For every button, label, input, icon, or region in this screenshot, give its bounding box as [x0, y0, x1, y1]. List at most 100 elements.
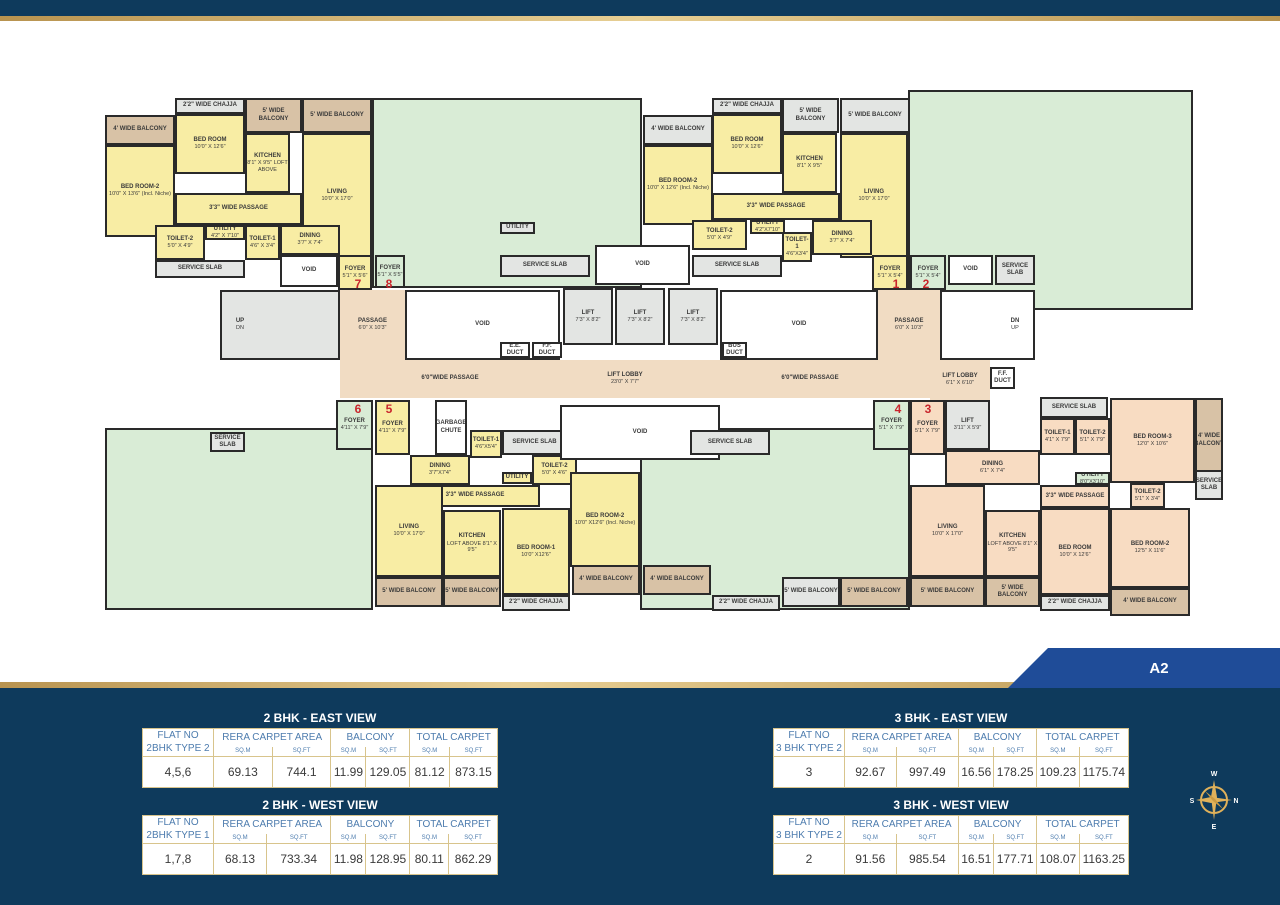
room-name: VOID [635, 261, 650, 268]
room-4-wide-balcony: 4' WIDE BALCONY [572, 565, 640, 595]
room-name: 6'0"WIDE PASSAGE [421, 375, 479, 382]
room-2-2-wide-chajja: 2'2" WIDE CHAJJA [502, 595, 570, 611]
table-cell: 3 [773, 756, 845, 788]
flat-no-label: FLAT NO [788, 817, 830, 828]
unit-label: SQ.FT [895, 746, 960, 757]
room-service-slab: SERVICE SLAB [690, 430, 770, 455]
room-dimensions: 5'1" X 5'4" [877, 272, 903, 279]
room-6-0-wide-passage: 6'0"WIDE PASSAGE [340, 360, 560, 398]
room-name: F.F. DUCT [994, 370, 1011, 384]
room-name: KITCHEN [999, 533, 1026, 540]
room-name: 3'3" WIDE PASSAGE [1045, 492, 1105, 499]
table-cell: 16.51 [958, 843, 995, 875]
column-header: BALCONY [958, 728, 1037, 747]
room-dimensions: UP [1011, 325, 1019, 332]
flat-6-area [105, 428, 373, 610]
gold-stripe [0, 682, 1030, 688]
room-4-wide-balcony: 4' WIDE BALCONY [1110, 588, 1190, 616]
room-dimensions: 10'0" X 12'6" [1059, 551, 1091, 558]
room-name: LIFT [961, 418, 974, 425]
room-name: TOILET-1 [249, 235, 276, 242]
room-name: FOYER [917, 265, 939, 272]
room-name: LIFT [633, 309, 647, 316]
unit-label: SQ.FT [448, 746, 499, 757]
column-header: TOTAL CARPET [409, 815, 498, 834]
table-cell: 1175.74 [1078, 756, 1130, 788]
room-name: 5' WIDE BALCONY [847, 588, 901, 595]
room-dimensions: 8'1" X 9'5" LOFT ABOVE [247, 160, 288, 173]
staircase-left [220, 290, 340, 360]
room-dimensions: 23'0" X 7'7" [610, 379, 640, 386]
room-name: E.E. DUCT [506, 342, 524, 356]
room-name: 5' WIDE BALCONY [920, 588, 975, 595]
room-dimensions: 4'2"X7'10" [755, 227, 780, 234]
room-name: TOILET-2 [541, 463, 568, 470]
room-dimensions: 10'0" X 13'6" (Incl. Niche) [109, 191, 171, 198]
table-title: 2 BHK - WEST VIEW [262, 798, 378, 812]
room-name: VOID [475, 321, 490, 328]
room-dimensions: 7'3" X 8'2" [680, 316, 706, 323]
room-name: 4' WIDE BALCONY [1195, 433, 1223, 447]
room-dimensions: 4'2" X 7'10" [210, 232, 240, 239]
unit-label: SQ.FT [993, 833, 1037, 844]
room-dimensions: 6'1" X 7'4" [980, 467, 1005, 474]
table-cell: 11.98 [330, 843, 367, 875]
room-dimensions: 6'0" X 10'3" [894, 325, 924, 332]
room-dimensions: 10'0" X 17'0" [858, 195, 890, 202]
staircase-right [940, 290, 1035, 360]
room-dimensions: 5'1" X 3'4" [1135, 495, 1160, 502]
room-service-slab: SERVICE SLAB [155, 260, 245, 278]
room-dimensions: 3'7"X7'4" [429, 470, 451, 477]
room-5-wide-balcony: 5' WIDE BALCONY [840, 577, 908, 607]
flat-number-3: 3 [924, 402, 932, 416]
room-name: UP [235, 318, 245, 325]
table-cell: 92.67 [844, 756, 897, 788]
room-name: 4' WIDE BALCONY [579, 576, 633, 583]
room-dimensions: 10'0" X12'6" (Incl. Niche) [574, 519, 636, 526]
room-service-slab: SERVICE SLAB [995, 255, 1035, 285]
room-service-slab: SERVICE SLAB [692, 255, 782, 277]
room-name: FOYER [881, 418, 902, 425]
table-cell: 80.11 [409, 843, 450, 875]
room-name: BED ROOM-2 [1130, 541, 1170, 548]
room-2-2-wide-chajja: 2'2" WIDE CHAJJA [712, 595, 780, 611]
unit-label: SQ.M [213, 746, 273, 757]
column-header: TOTAL CARPET [1036, 815, 1129, 834]
room-name: 2'2" WIDE CHAJJA [719, 599, 773, 606]
room-2-2-wide-chajja: 2'2" WIDE CHAJJA [1040, 595, 1110, 611]
table-cell: 68.13 [213, 843, 267, 875]
room-name: 5' WIDE BALCONY [795, 108, 826, 122]
room-name: BED ROOM-2 [120, 184, 160, 191]
room-4-wide-balcony: 4' WIDE BALCONY [643, 565, 711, 595]
room-name: 3'3" WIDE PASSAGE [445, 492, 505, 499]
room-name: UTILITY [506, 224, 529, 231]
room-dimensions: 4'1" X 7'9" [1045, 436, 1070, 443]
room-name: FOYER [917, 420, 938, 427]
room-e-e-duct: E.E. DUCT [500, 342, 530, 358]
room-dimensions: 10'0" X 17'0" [931, 531, 964, 538]
room-2-2-wide-chajja: 2'2" WIDE CHAJJA [175, 98, 245, 114]
table-cell: 1,7,8 [142, 843, 214, 875]
unit-label: SQ.FT [895, 833, 960, 844]
table-cell: 997.49 [895, 756, 960, 788]
room-dimensions: 8'1" X 9'5" [797, 163, 822, 170]
room-dimensions: 5'1" X 5'6" [342, 272, 368, 279]
room-name: FOYER [879, 265, 901, 272]
room-name: BED ROOM-2 [658, 178, 698, 185]
room-name: SERVICE SLAB [707, 438, 753, 445]
table-cell: 178.25 [993, 756, 1037, 788]
